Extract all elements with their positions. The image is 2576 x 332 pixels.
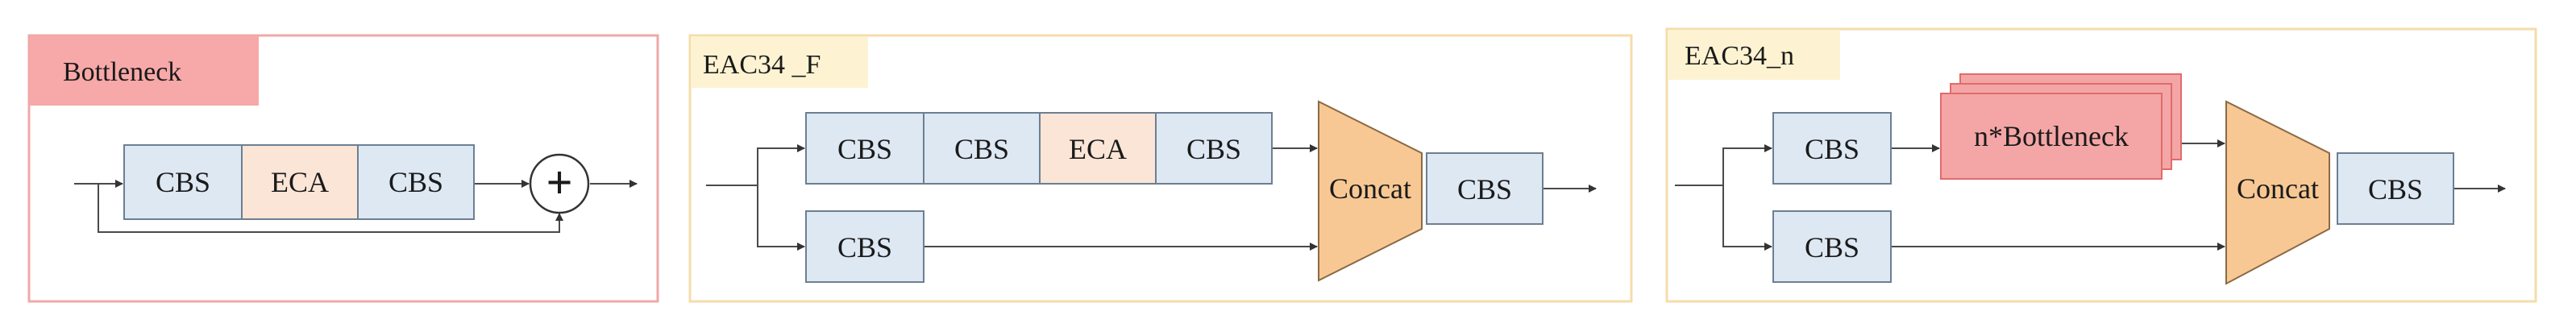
eac34-n-top-branch bbox=[1722, 144, 1772, 185]
eac34-f-cbs-block-1 bbox=[805, 112, 924, 185]
eac34-n-cbs-block-bottom bbox=[1772, 210, 1892, 283]
panel-eac34-n: EAC34_n CBS n*Bottleneck CBS Concat CBS bbox=[1665, 27, 2537, 303]
panel-eac34-f: EAC34 _F CBS CBS ECA CBS CBS Concat CBS bbox=[688, 34, 1633, 303]
eac34-f-cbs-label-bottom: CBS bbox=[837, 231, 892, 264]
eac34-n-concat-label: Concat bbox=[2237, 172, 2319, 205]
eac34-f-cbs-label-2: CBS bbox=[954, 133, 1009, 165]
eac34-n-cbs-block-output bbox=[2337, 152, 2454, 225]
bottleneck-cbs-label-1: CBS bbox=[156, 166, 210, 198]
eac34-f-cbs-block-2 bbox=[923, 112, 1041, 185]
panel-eac34-f-title-bg bbox=[691, 36, 868, 88]
eac34-f-cbs-label-output: CBS bbox=[1457, 173, 1512, 205]
bottleneck-residual-line bbox=[98, 184, 563, 233]
eac34-f-cbs-block-3 bbox=[1155, 112, 1273, 185]
bottleneck-add-node bbox=[529, 153, 590, 214]
eac34-n-concat-block bbox=[2225, 100, 2330, 285]
eac34-f-bottom-branch bbox=[757, 185, 805, 251]
panel-eac34-f-title: EAC34 _F bbox=[703, 50, 821, 80]
bottleneck-eca-block bbox=[241, 144, 359, 220]
panel-eac34-n-title-bg bbox=[1668, 30, 1840, 80]
eac34-n-bottom-branch bbox=[1722, 185, 1772, 251]
eac34-f-eca-block bbox=[1039, 112, 1157, 185]
eac34-n-cbs-block-top bbox=[1772, 112, 1892, 185]
eac34-f-cbs-block-bottom bbox=[805, 210, 924, 283]
eac34-n-bottleneck-label: n*Bottleneck bbox=[1974, 120, 2129, 152]
bottleneck-cbs-block-1 bbox=[123, 144, 243, 220]
eac34-n-cbs-label-top: CBS bbox=[1805, 133, 1859, 165]
eac34-f-eca-label: ECA bbox=[1069, 133, 1127, 165]
panel-bottleneck-title-bg bbox=[30, 36, 259, 106]
eac34-f-concat-label: Concat bbox=[1329, 172, 1411, 205]
eac34-f-cbs-block-output bbox=[1426, 152, 1544, 225]
eac34-n-bottleneck-stack-front bbox=[1940, 93, 2163, 180]
panel-bottleneck: Bottleneck CBS ECA CBS + bbox=[27, 34, 659, 303]
bottleneck-cbs-block-2 bbox=[357, 144, 475, 220]
panel-eac34-n-title: EAC34_n bbox=[1685, 41, 1794, 71]
eac34-f-cbs-label-1: CBS bbox=[837, 133, 892, 165]
eac34-f-top-branch bbox=[757, 144, 805, 185]
eac34-f-cbs-label-3: CBS bbox=[1186, 133, 1241, 165]
eac34-n-cbs-label-bottom: CBS bbox=[1805, 231, 1859, 264]
eac34-n-cbs-label-output: CBS bbox=[2368, 173, 2423, 205]
panel-bottleneck-title: Bottleneck bbox=[63, 57, 181, 87]
add-icon: + bbox=[546, 156, 572, 209]
eac34-f-concat-block bbox=[1318, 100, 1423, 282]
bottleneck-cbs-label-2: CBS bbox=[388, 166, 443, 198]
bottleneck-eca-label: ECA bbox=[271, 166, 329, 198]
